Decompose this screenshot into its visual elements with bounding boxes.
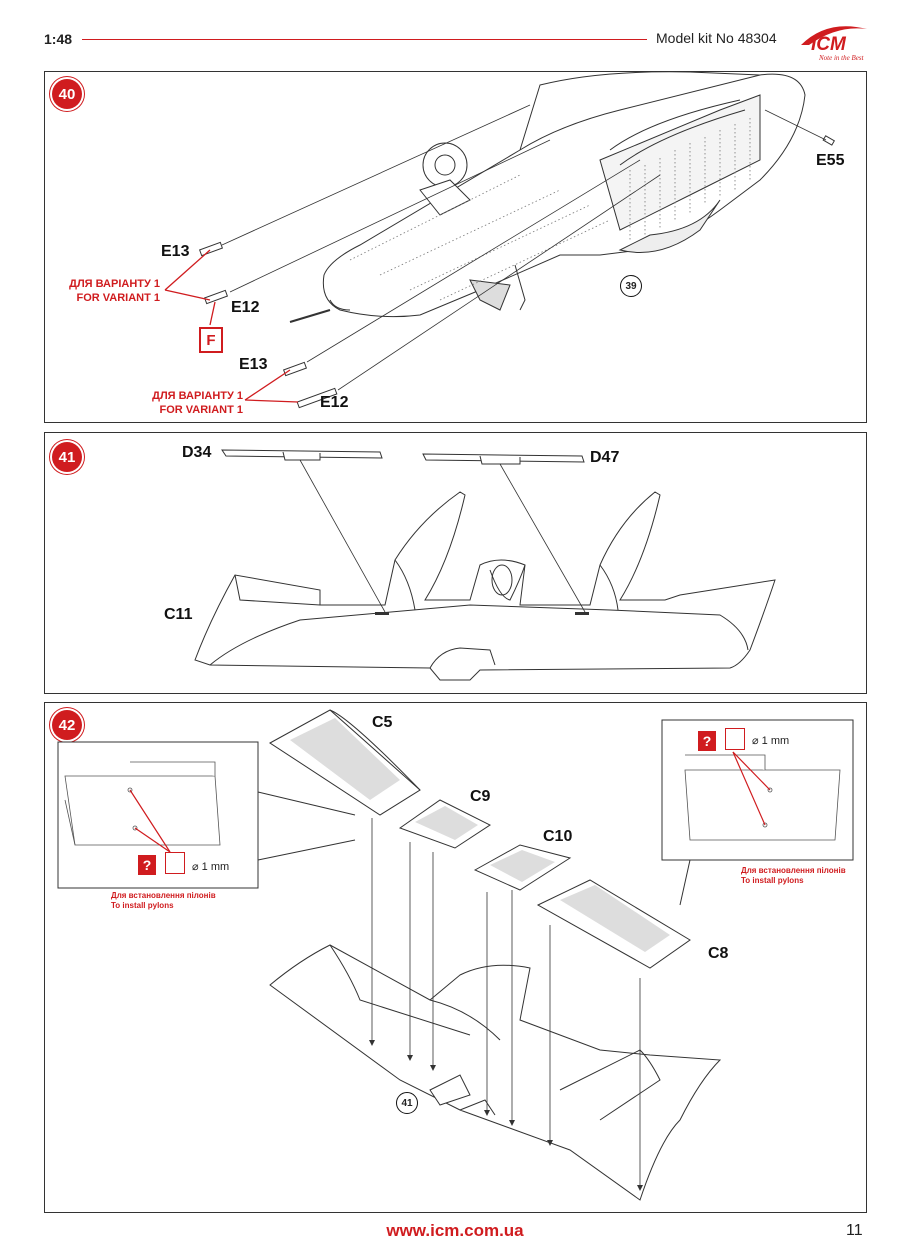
drill-diameter: ⌀ 1 mm (192, 861, 230, 873)
part-c11-label: C11 (164, 606, 193, 623)
variant-note-en: FOR VARIANT 1 (159, 404, 243, 416)
question-icon: ? (698, 731, 716, 751)
part-e13-label: E13 (239, 356, 268, 373)
part-e12-label: E12 (320, 394, 349, 411)
pylon-note-ua: Для встановлення пілонів (741, 866, 846, 875)
variant-note-ua: ДЛЯ ВАРІАНТУ 1 (152, 390, 243, 402)
part-e12-label: E12 (231, 299, 260, 316)
pylon-note-en: To install pylons (741, 876, 804, 885)
step-ref-41: 41 (396, 1092, 418, 1114)
part-c10-label: C10 (543, 828, 573, 845)
step-ref-39: 39 (620, 275, 642, 297)
variant-f-badge: F (199, 327, 223, 353)
step-42-number: 42 (52, 710, 82, 740)
variant-note-lower: ДЛЯ ВАРІАНТУ 1 FOR VARIANT 1 (140, 389, 243, 417)
scale-label: 1:48 (44, 31, 73, 47)
pylon-note: Для встановлення пілонів To install pylo… (741, 866, 846, 886)
part-e13-label: E13 (161, 243, 190, 260)
kit-number: Model kit No 48304 (656, 30, 777, 46)
variant-note-en: FOR VARIANT 1 (76, 292, 160, 304)
drill-diameter: ⌀ 1 mm (752, 735, 790, 747)
page-number: 11 (846, 1222, 863, 1239)
step-41-number: 41 (52, 442, 82, 472)
drill-icon (725, 728, 745, 750)
part-d47-label: D47 (590, 449, 620, 466)
part-c9-label: C9 (470, 788, 491, 805)
icm-logo: ICM Note in the Best (797, 23, 872, 68)
variant-note-ua: ДЛЯ ВАРІАНТУ 1 (69, 278, 160, 290)
pylon-note: Для встановлення пілонів To install pylo… (111, 891, 216, 911)
variant-note-upper: ДЛЯ ВАРІАНТУ 1 FOR VARIANT 1 (60, 277, 160, 305)
drill-icon (165, 852, 185, 874)
question-icon: ? (138, 855, 156, 875)
pylon-note-ua: Для встановлення пілонів (111, 891, 216, 900)
header-rule (82, 39, 647, 40)
part-e55-label: E55 (816, 152, 845, 169)
step-40-number: 40 (52, 79, 82, 109)
pylon-note-en: To install pylons (111, 901, 174, 910)
website-link[interactable]: www.icm.com.ua (386, 1221, 524, 1240)
part-c5-label: C5 (372, 714, 393, 731)
part-c8-label: C8 (708, 945, 729, 962)
part-d34-label: D34 (182, 444, 212, 461)
logo-tagline: Note in the Best (818, 54, 865, 62)
logo-text: ICM (811, 34, 847, 55)
